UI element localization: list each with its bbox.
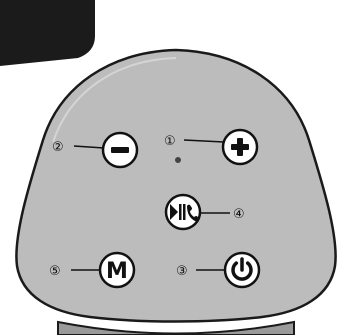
callout-play-call: ④	[233, 207, 245, 222]
plus-icon	[231, 138, 249, 156]
callout-line-plus	[183, 139, 225, 143]
callout-power: ③	[176, 264, 188, 279]
corner-tag	[0, 0, 95, 66]
remote-body-highlight	[52, 57, 177, 143]
power-icon	[231, 257, 253, 281]
status-led-icon	[175, 157, 181, 163]
play-pause-call-button[interactable]	[164, 193, 202, 231]
minus-icon	[111, 147, 129, 153]
volume-down-button[interactable]	[101, 131, 139, 169]
remote-body	[15, 48, 337, 323]
callout-plus: ①	[164, 134, 176, 149]
mode-button[interactable]: M	[98, 251, 136, 289]
callout-mode: ⑤	[49, 264, 61, 279]
remote-rim	[57, 320, 295, 335]
play-pause-call-icon	[170, 204, 199, 222]
callout-minus: ②	[52, 140, 64, 155]
power-button[interactable]	[223, 251, 261, 289]
callout-line-minus	[73, 145, 105, 149]
volume-up-button[interactable]	[221, 128, 259, 166]
mode-button-label: M	[106, 259, 128, 284]
